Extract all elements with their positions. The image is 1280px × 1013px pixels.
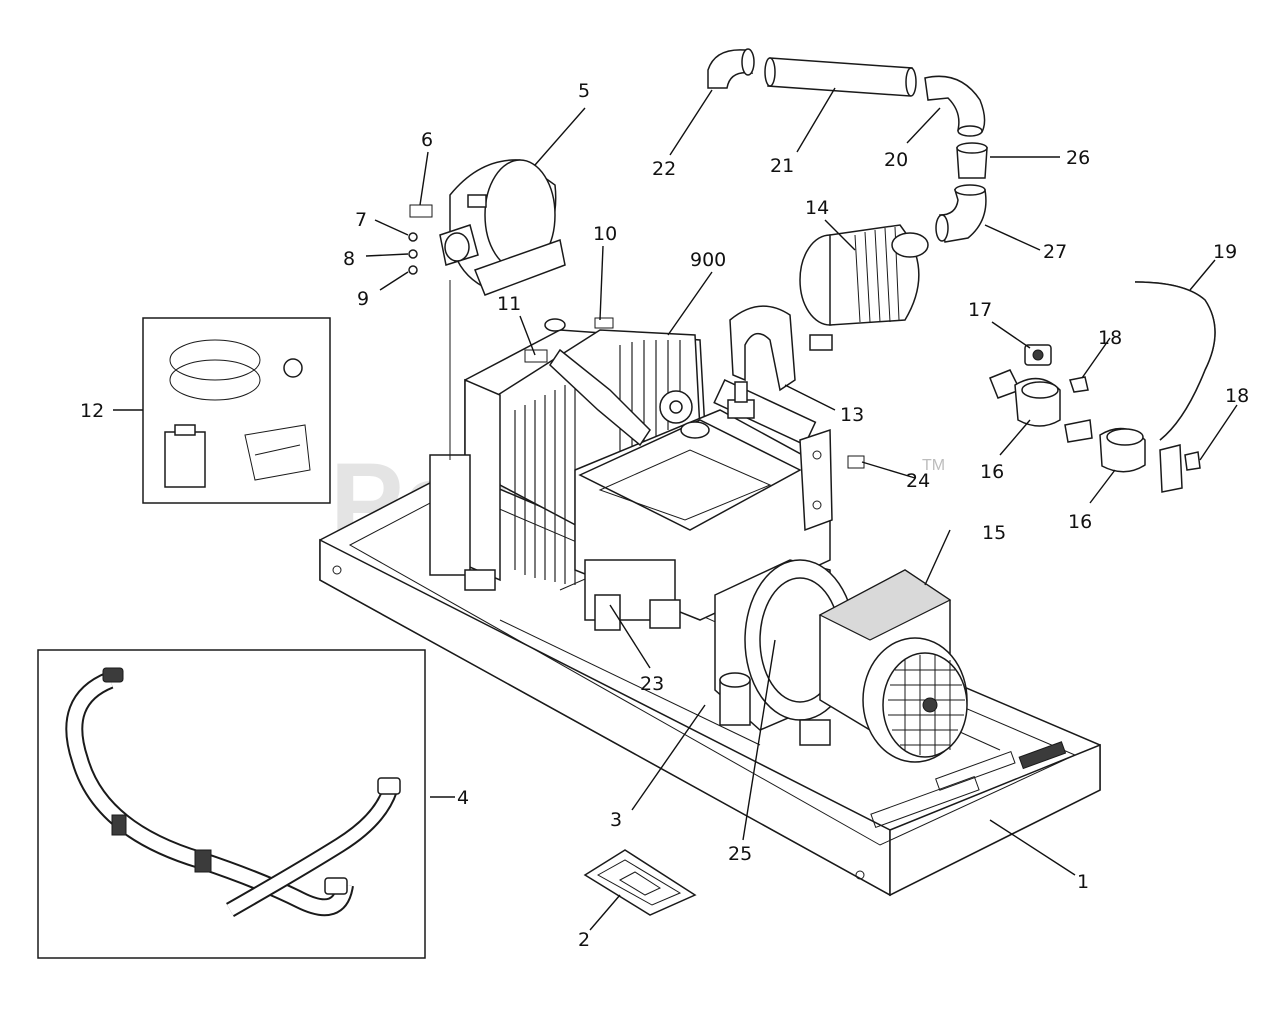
callout-8[interactable]: 8 bbox=[343, 248, 355, 270]
alternator-generator[interactable] bbox=[714, 559, 968, 763]
callout-13[interactable]: 13 bbox=[840, 404, 864, 426]
engine-block[interactable] bbox=[549, 348, 833, 631]
callout-5[interactable]: 5 bbox=[578, 80, 590, 102]
battery-tray[interactable] bbox=[583, 849, 697, 916]
callout-22[interactable]: 22 bbox=[652, 158, 676, 180]
callout-15[interactable]: 15 bbox=[982, 522, 1006, 544]
callout-6[interactable]: 6 bbox=[421, 129, 433, 151]
intake-hoses[interactable] bbox=[707, 48, 988, 243]
callout-16b[interactable]: 16 bbox=[1068, 511, 1092, 533]
callout-900[interactable]: 900 bbox=[690, 249, 726, 271]
callout-11[interactable]: 11 bbox=[497, 293, 521, 315]
callout-18b[interactable]: 18 bbox=[1225, 385, 1249, 407]
callout-7[interactable]: 7 bbox=[355, 209, 367, 231]
decal-label bbox=[847, 455, 865, 469]
callout-12[interactable]: 12 bbox=[80, 400, 104, 422]
callout-20[interactable]: 20 bbox=[884, 149, 908, 171]
callout-4[interactable]: 4 bbox=[457, 787, 469, 809]
callout-numbers: 5 6 7 8 9 10 11 900 12 13 14 4 15 17 18 … bbox=[80, 80, 1249, 951]
callout-16a[interactable]: 16 bbox=[980, 461, 1004, 483]
inset-box-12 bbox=[142, 317, 331, 504]
watermark-trademark: TM bbox=[922, 457, 945, 474]
callout-26[interactable]: 26 bbox=[1066, 147, 1090, 169]
callout-23[interactable]: 23 bbox=[640, 673, 664, 695]
air-cleaner-assembly[interactable] bbox=[729, 224, 929, 392]
base-frame[interactable] bbox=[319, 469, 1101, 897]
callout-14[interactable]: 14 bbox=[805, 197, 829, 219]
leader-lines bbox=[113, 87, 1238, 931]
callout-2[interactable]: 2 bbox=[578, 929, 590, 951]
fuel-regulator-assembly[interactable] bbox=[989, 281, 1216, 493]
callout-21[interactable]: 21 bbox=[770, 155, 794, 177]
callout-1[interactable]: 1 bbox=[1077, 871, 1089, 893]
callout-19[interactable]: 19 bbox=[1213, 241, 1237, 263]
callout-3[interactable]: 3 bbox=[610, 809, 622, 831]
callout-17[interactable]: 17 bbox=[968, 299, 992, 321]
callout-27[interactable]: 27 bbox=[1043, 241, 1067, 263]
muffler-assembly[interactable] bbox=[408, 159, 566, 460]
callout-18a[interactable]: 18 bbox=[1098, 327, 1122, 349]
callout-24[interactable]: 24 bbox=[906, 470, 930, 492]
inset-box-4 bbox=[37, 649, 426, 959]
callout-10[interactable]: 10 bbox=[593, 223, 617, 245]
callout-9[interactable]: 9 bbox=[357, 288, 369, 310]
callout-25[interactable]: 25 bbox=[728, 843, 752, 865]
